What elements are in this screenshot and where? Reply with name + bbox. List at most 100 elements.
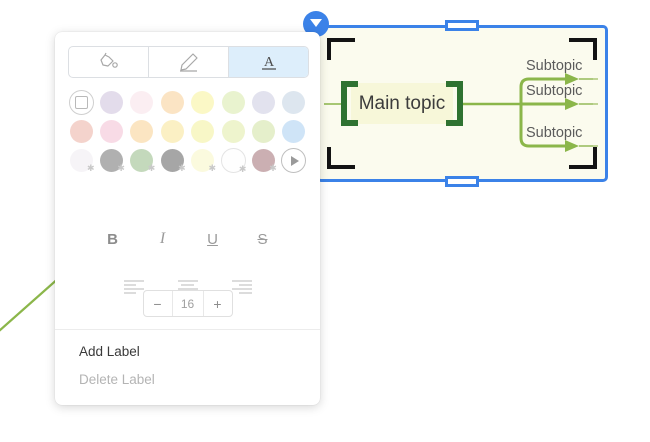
pencil-icon — [179, 53, 198, 72]
svg-text:A: A — [263, 55, 274, 70]
swatch-pale-blue-grey[interactable] — [282, 91, 306, 114]
bbox-corner-top-right — [569, 38, 597, 60]
custom-swatch-star-icon: ✱ — [269, 163, 277, 173]
delete-label-item: Delete Label — [79, 371, 155, 387]
swatch-cell[interactable] — [188, 120, 218, 143]
mindmap-selected-group[interactable]: Main topic Subtopic Subtopic Subtopic — [303, 11, 608, 187]
swatch-cell[interactable] — [248, 91, 278, 114]
swatch-dark-grey[interactable] — [160, 149, 184, 172]
main-topic-label: Main topic — [358, 92, 446, 114]
swatch-pink[interactable] — [100, 120, 124, 143]
swatch-cell[interactable] — [157, 91, 187, 114]
swatch-row-2 — [66, 117, 309, 146]
swatch-sage-green[interactable] — [130, 149, 154, 172]
italic-button[interactable]: I — [159, 230, 166, 247]
swatch-cell[interactable] — [218, 120, 248, 143]
swatch-cell[interactable] — [66, 90, 96, 115]
tab-pen[interactable] — [149, 47, 229, 77]
font-size-increase-button[interactable]: + — [213, 295, 222, 312]
swatch-cell[interactable]: ✱ — [248, 149, 278, 173]
color-swatch-grid[interactable]: ✱ ✱ ✱ ✱ ✱ ✱ ✱ — [66, 88, 309, 175]
swatch-cell[interactable] — [279, 120, 309, 143]
swatch-cell[interactable] — [279, 148, 309, 173]
main-topic-fill — [351, 83, 453, 124]
swatch-lavender[interactable] — [100, 91, 124, 114]
bbox-corner-bottom-left — [327, 147, 355, 169]
bbox-corner-bottom-right — [569, 147, 597, 169]
swatch-cell[interactable] — [279, 91, 309, 114]
font-size-decrease-button[interactable]: − — [144, 291, 173, 316]
resize-handle-bottom[interactable] — [445, 176, 479, 187]
custom-swatch-star-icon: ✱ — [147, 163, 156, 173]
swatch-peach[interactable] — [160, 91, 184, 114]
swatch-near-white[interactable] — [69, 149, 93, 172]
more-colors-button[interactable] — [281, 148, 307, 173]
bbox-corner-top-left — [327, 38, 355, 60]
swatch-ivory[interactable] — [191, 149, 215, 172]
swatch-light-orange[interactable] — [130, 120, 154, 143]
add-label-item[interactable]: Add Label — [79, 343, 140, 359]
bold-button[interactable]: B — [107, 230, 118, 248]
swatch-pale-periwinkle[interactable] — [251, 91, 275, 114]
no-color-square-icon — [74, 96, 88, 109]
swatch-pale-pink[interactable] — [130, 91, 154, 114]
font-size-value[interactable]: 16 — [173, 291, 204, 316]
swatch-sky-blue[interactable] — [282, 120, 306, 143]
underline-button[interactable]: U — [207, 230, 218, 248]
swatch-cell[interactable]: ✱ — [96, 149, 126, 173]
subtopic-label-1[interactable]: Subtopic — [526, 58, 583, 74]
main-topic-bracket-left — [341, 81, 358, 126]
custom-swatch-star-icon: ✱ — [208, 163, 217, 173]
swatch-pale-green[interactable] — [221, 91, 245, 114]
swatch-cell[interactable] — [66, 120, 96, 143]
swatch-cell[interactable] — [127, 120, 157, 143]
swatch-row-3: ✱ ✱ ✱ ✱ ✱ ✱ ✱ — [66, 146, 309, 175]
swatch-white[interactable] — [220, 148, 246, 173]
swatch-cell[interactable]: ✱ — [157, 149, 187, 173]
text-format-panel[interactable]: A — [55, 32, 320, 405]
swatch-cell[interactable] — [96, 91, 126, 114]
custom-swatch-star-icon: ✱ — [238, 164, 247, 174]
swatch-cream-yellow[interactable] — [191, 120, 215, 143]
swatch-cell[interactable]: ✱ — [218, 148, 248, 174]
swatch-pale-yellow[interactable] — [191, 91, 215, 114]
swatch-cell[interactable] — [188, 91, 218, 114]
main-topic-node[interactable]: Main topic — [341, 81, 463, 126]
swatch-cell[interactable]: ✱ — [127, 149, 157, 173]
swatch-cell[interactable] — [218, 91, 248, 114]
tab-fill[interactable] — [69, 47, 149, 77]
swatch-light-moss[interactable] — [251, 120, 275, 143]
swatch-cell[interactable] — [157, 120, 187, 143]
subtopic-label-2[interactable]: Subtopic — [526, 83, 583, 99]
no-color-swatch[interactable] — [68, 90, 94, 115]
text-style-row[interactable]: B I U S — [55, 225, 320, 253]
swatch-cell[interactable] — [96, 120, 126, 143]
swatch-cell[interactable]: ✱ — [188, 149, 218, 173]
panel-divider — [55, 329, 320, 330]
swatch-salmon[interactable] — [69, 120, 93, 143]
swatch-dusty-rose[interactable] — [251, 149, 275, 172]
custom-swatch-star-icon: ✱ — [117, 163, 125, 173]
fill-bucket-icon — [99, 52, 118, 68]
subtopic-label-3[interactable]: Subtopic — [526, 125, 583, 141]
strikethrough-button[interactable]: S — [257, 230, 268, 248]
swatch-cell[interactable] — [248, 120, 278, 143]
swatch-light-lime[interactable] — [221, 120, 245, 143]
swatch-cell[interactable]: ✱ — [66, 149, 96, 173]
swatch-row-1 — [66, 88, 309, 117]
rotate-arrow-icon — [310, 19, 322, 27]
tab-text[interactable]: A — [229, 47, 308, 77]
custom-swatch-star-icon: ✱ — [178, 163, 186, 173]
align-right-icon[interactable] — [231, 280, 252, 294]
label-menu[interactable]: Add Label Delete Label — [55, 337, 320, 393]
play-triangle-icon — [290, 155, 299, 166]
format-tab-group[interactable]: A — [68, 46, 309, 78]
font-size-stepper[interactable]: − 16 + — [142, 290, 233, 317]
align-left-icon[interactable] — [123, 280, 144, 294]
resize-handle-top[interactable] — [445, 20, 479, 31]
swatch-cell[interactable] — [127, 91, 157, 114]
swatch-light-gold[interactable] — [160, 120, 184, 143]
swatch-grey[interactable] — [100, 149, 124, 172]
text-format-a-icon: A — [261, 55, 276, 70]
